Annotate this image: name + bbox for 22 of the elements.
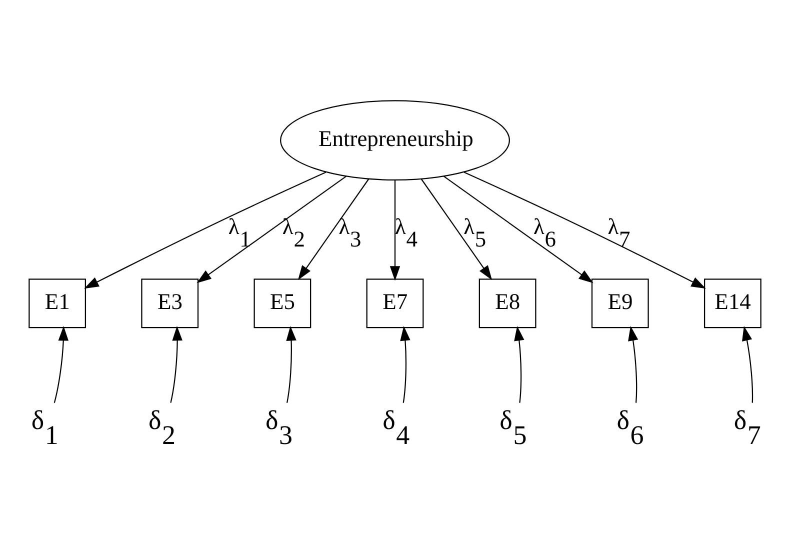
arrow <box>286 326 296 403</box>
arrow <box>464 172 706 289</box>
arrow <box>742 326 754 403</box>
node-ellipse: Entrepreneurship <box>280 100 510 180</box>
arrow <box>390 180 400 281</box>
arrow <box>298 178 370 280</box>
arrow <box>420 178 492 280</box>
arrow <box>514 326 524 403</box>
node-box: E1 <box>28 278 86 328</box>
arrow <box>54 326 69 403</box>
node-box: E14 <box>704 278 762 328</box>
arrow <box>196 176 346 284</box>
node-box: E5 <box>254 278 312 328</box>
node-box: E8 <box>478 278 536 328</box>
arrow <box>444 176 594 284</box>
arrow <box>400 326 410 403</box>
arrow <box>170 326 182 403</box>
node-box: E3 <box>141 278 199 328</box>
arrow <box>628 326 638 403</box>
node-box: E7 <box>366 278 424 328</box>
arrow <box>84 172 326 289</box>
node-box: E9 <box>591 278 649 328</box>
